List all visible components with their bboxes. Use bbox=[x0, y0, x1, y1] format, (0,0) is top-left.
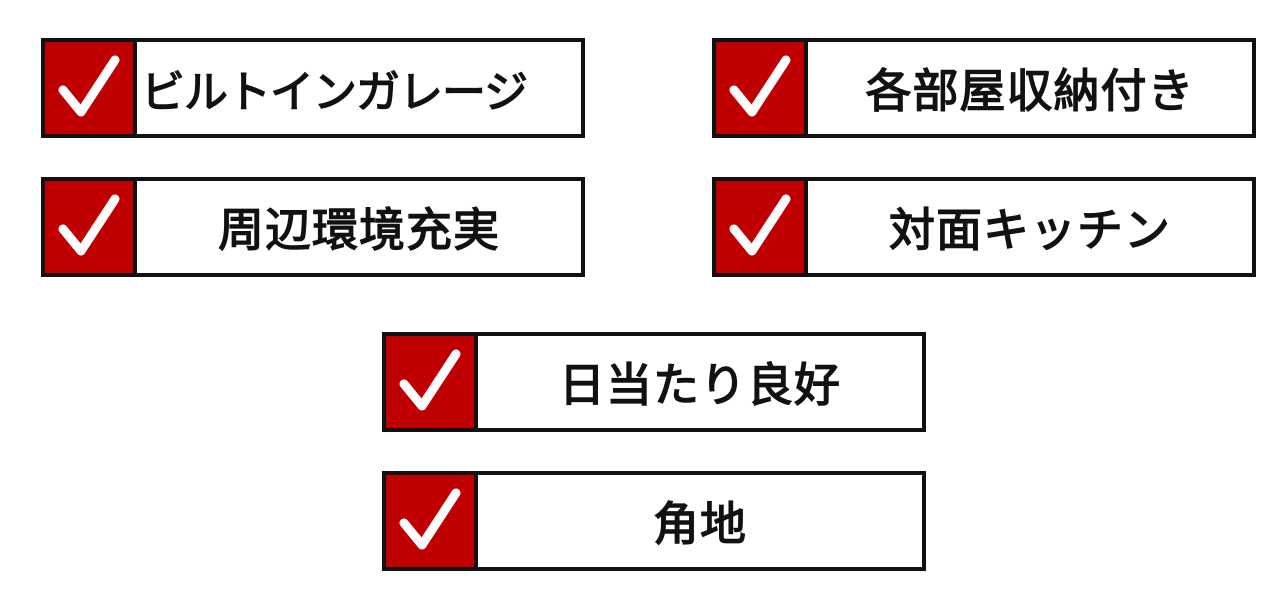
checkmark-icon bbox=[399, 488, 461, 550]
feature-item-corner-lot: 角地 bbox=[382, 471, 926, 571]
feature-item-storage-each-room: 各部屋収納付き bbox=[712, 38, 1256, 138]
checkmark-icon bbox=[399, 349, 461, 411]
feature-label: ビルトインガレージ bbox=[141, 67, 528, 118]
feature-label: 日当たり良好 bbox=[559, 358, 841, 412]
checkbox-checked bbox=[45, 181, 137, 273]
feature-item-surroundings: 周辺環境充実 bbox=[41, 177, 585, 277]
checkbox-checked bbox=[716, 181, 808, 273]
checkmark-icon bbox=[729, 194, 791, 256]
checkbox-checked bbox=[45, 42, 137, 134]
checkmark-icon bbox=[58, 55, 120, 117]
checkbox-checked bbox=[716, 42, 808, 134]
feature-label: 対面キッチン bbox=[889, 203, 1171, 257]
feature-label: 周辺環境充実 bbox=[218, 203, 500, 257]
feature-label: 各部屋収納付き bbox=[865, 64, 1195, 118]
checkmark-icon bbox=[58, 194, 120, 256]
feature-item-built-in-garage: ビルトインガレージ bbox=[41, 38, 585, 138]
feature-label: 角地 bbox=[653, 497, 747, 551]
checkmark-icon bbox=[729, 55, 791, 117]
checkbox-checked bbox=[386, 336, 478, 428]
checkbox-checked bbox=[386, 475, 478, 567]
feature-item-sunny: 日当たり良好 bbox=[382, 332, 926, 432]
feature-item-open-kitchen: 対面キッチン bbox=[712, 177, 1256, 277]
